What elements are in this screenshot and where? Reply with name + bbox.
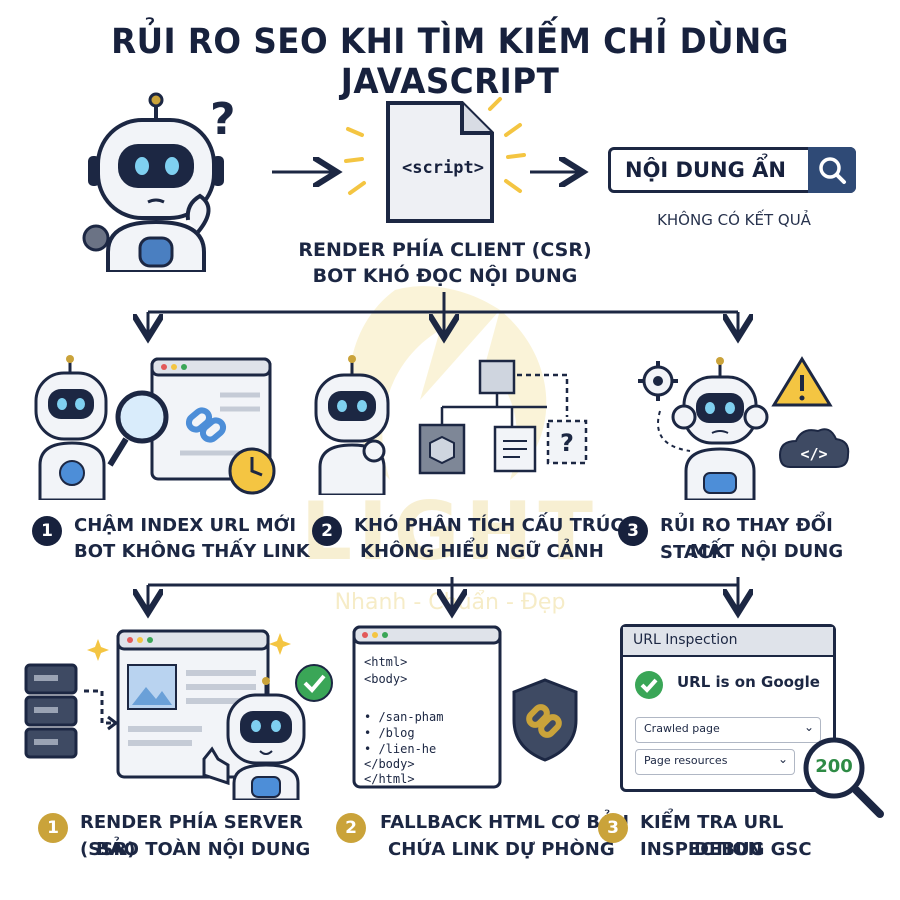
question-mark-icon: ? bbox=[210, 94, 236, 145]
html-code-window bbox=[352, 625, 502, 789]
search-icon bbox=[819, 157, 846, 184]
svg-text:?: ? bbox=[560, 429, 574, 457]
magnifier-icon bbox=[803, 737, 884, 818]
risk-1-line1: CHẬM INDEX URL MỚI bbox=[74, 515, 297, 536]
solution-1-number: 1 bbox=[38, 813, 68, 843]
page-resources-label: Page resources bbox=[644, 754, 728, 767]
risk-2-number: 2 bbox=[312, 516, 342, 546]
shield-link-icon bbox=[512, 678, 578, 762]
risk-2-line1: KHÓ PHÂN TÍCH CẤU TRÚC bbox=[354, 515, 624, 536]
page-title: RỦI RO SEO KHI TÌM KIẾM CHỈ DÙNG JAVASCR… bbox=[111, 22, 789, 102]
crawled-page-label: Crawled page bbox=[644, 722, 720, 735]
csr-caption-line2: BOT KHÓ ĐỌC NỘI DUNG bbox=[312, 265, 578, 287]
svg-text:</>: </> bbox=[800, 445, 827, 463]
search-box[interactable]: NỘI DUNG ẨN bbox=[608, 147, 856, 193]
crawled-page-row[interactable]: Crawled page ⌄ bbox=[635, 717, 821, 743]
check-circle-icon bbox=[635, 671, 663, 699]
code-line-link-blog: • /blog bbox=[364, 726, 415, 740]
code-line-link-san-pham-text: /san-pham bbox=[378, 710, 444, 724]
search-button[interactable] bbox=[808, 147, 856, 193]
search-result-caption: KHÔNG CÓ KẾT QUẢ bbox=[657, 211, 811, 229]
solution-1-line1: RENDER PHÍA SERVER (SSR) bbox=[80, 812, 303, 860]
ssr-robot-illustration bbox=[24, 629, 333, 800]
code-line-link-blog-text: /blog bbox=[378, 726, 415, 740]
url-inspection-panel: URL Inspection URL is on Google Crawled … bbox=[620, 624, 836, 792]
page-resources-row[interactable]: Page resources ⌄ bbox=[635, 749, 795, 775]
risk-1-number: 1 bbox=[32, 516, 62, 546]
solution-2-line1: FALLBACK HTML CƠ BẢN bbox=[380, 812, 630, 833]
risk-3-line1: RỦI RO THAY ĐỔI STACK bbox=[660, 515, 833, 563]
script-file-icon bbox=[344, 97, 526, 223]
robot-stress-illustration: </> bbox=[638, 356, 850, 500]
solution-1-line2: BẢO TOÀN NỘI DUNG bbox=[96, 839, 311, 860]
robot-structure-illustration: ? bbox=[314, 355, 588, 495]
risk-3-line2: MẤT NỘI DUNG bbox=[690, 541, 844, 562]
solution-2-number: 2 bbox=[336, 813, 366, 843]
watermark-brand: LIGHT bbox=[301, 485, 599, 578]
code-line-link-lien-he: • /lien-he bbox=[364, 742, 437, 756]
solution-3-line2: DEBUG GSC bbox=[694, 839, 812, 860]
url-inspection-header bbox=[623, 627, 833, 657]
risk-3-number: 3 bbox=[618, 516, 648, 546]
code-line-html-close: </html> bbox=[364, 772, 415, 786]
csr-caption-line1: RENDER PHÍA CLIENT (CSR) bbox=[298, 239, 592, 261]
risk-2-line2: KHÔNG HIỂU NGỮ CẢNH bbox=[360, 541, 604, 562]
search-box-text: NỘI DUNG ẨN bbox=[625, 158, 786, 182]
solution-3-line1: KIỂM TRA URL INSPECTION bbox=[640, 812, 784, 860]
code-line-link-lien-he-text: /lien-he bbox=[378, 742, 437, 756]
chevron-down-icon: ⌄ bbox=[777, 752, 788, 766]
robot-thinking-icon bbox=[82, 92, 224, 272]
url-inspection-status: URL is on Google bbox=[677, 673, 820, 691]
code-line-html-open: <html> bbox=[364, 655, 408, 669]
code-line-body-close: </body> bbox=[364, 757, 415, 771]
risk-1-line2: BOT KHÔNG THẤY LINK bbox=[74, 541, 310, 562]
code-line-body-open: <body> bbox=[364, 672, 408, 686]
solution-2-line2: CHỨA LINK DỰ PHÒNG bbox=[388, 839, 615, 860]
chevron-down-icon: ⌄ bbox=[803, 720, 814, 734]
robot-magnifier-illustration bbox=[34, 355, 276, 500]
status-code-200: 200 bbox=[815, 756, 853, 777]
code-line-link-san-pham: • /san-pham bbox=[364, 710, 444, 724]
script-tag-label: <script> bbox=[402, 158, 484, 178]
solution-3-number: 3 bbox=[598, 813, 628, 843]
url-inspection-title: URL Inspection bbox=[633, 632, 738, 648]
